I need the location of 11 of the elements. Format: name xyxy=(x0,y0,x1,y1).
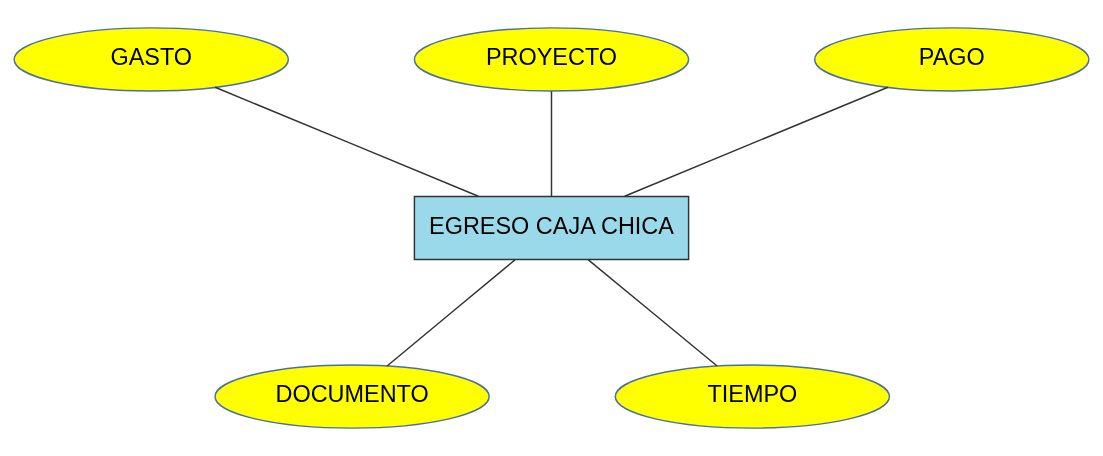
node-ellipse: PAGO xyxy=(813,27,1090,92)
node-ellipse: GASTO xyxy=(13,27,290,92)
connector xyxy=(587,259,718,367)
connector xyxy=(623,86,889,197)
node-ellipse: DOCUMENTO xyxy=(214,364,490,429)
node-ellipse: TIEMPO xyxy=(614,364,891,429)
connector xyxy=(550,90,553,198)
node-ellipse: PROYECTO xyxy=(413,27,690,92)
node-box: EGRESO CAJA CHICA xyxy=(413,195,690,261)
connector xyxy=(214,86,480,197)
connector xyxy=(386,259,516,367)
